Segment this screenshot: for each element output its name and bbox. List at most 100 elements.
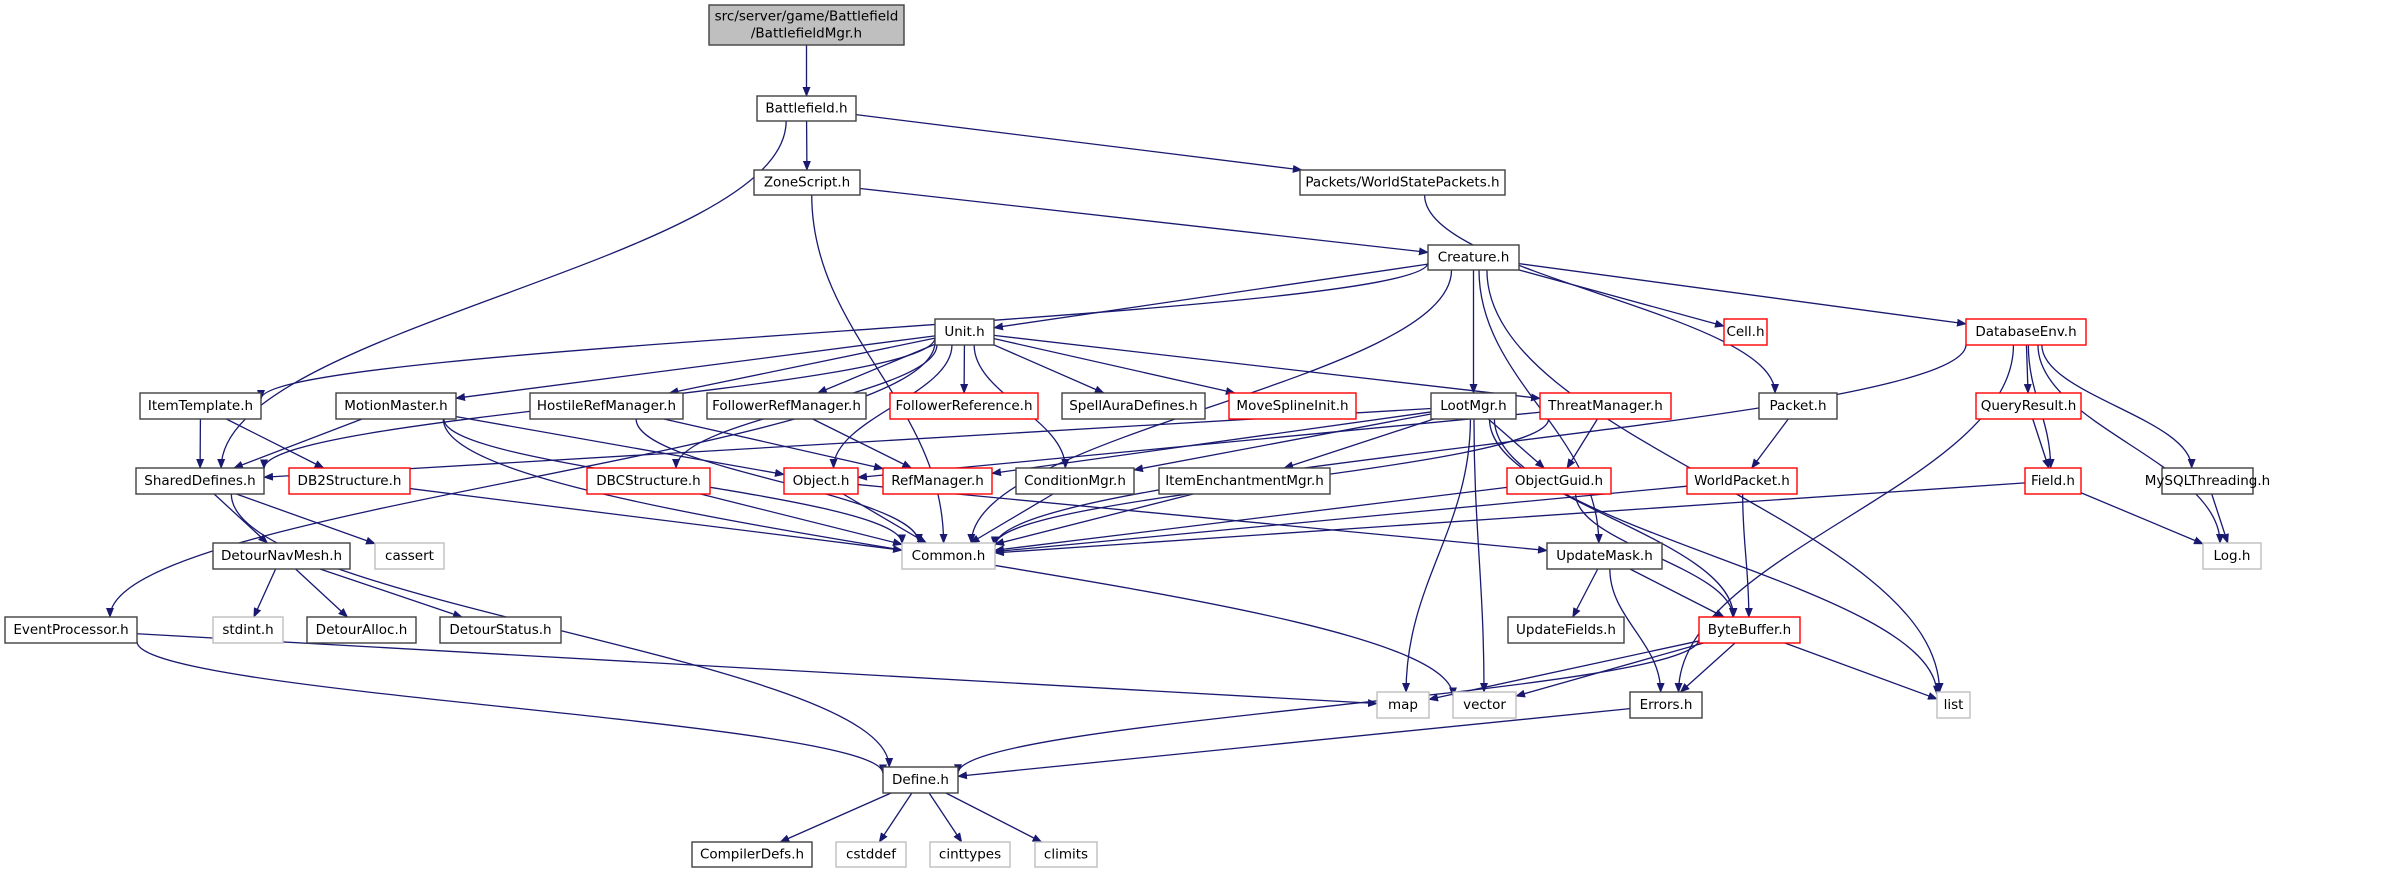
node-list[interactable]: list [1936,691,1971,719]
node-vector[interactable]: vector [1452,691,1517,719]
edge-conditionmgr-to-common [969,493,1054,544]
node-refmanager[interactable]: RefManager.h [882,467,993,495]
node-followerref[interactable]: FollowerReference.h [889,392,1039,420]
node-label-lootmgr: LootMgr.h [1440,398,1506,414]
node-box-hostileref [529,392,684,420]
node-label-stdint: stdint.h [222,622,273,638]
node-label-list: list [1944,697,1964,713]
node-climits[interactable]: climits [1034,841,1098,868]
node-label-eventprocessor: EventProcessor.h [13,622,128,638]
node-box-updatefields [1507,616,1625,644]
node-movespline[interactable]: MoveSplineInit.h [1228,392,1357,420]
node-cell[interactable]: Cell.h [1723,318,1768,346]
edge-mysqlthreading-to-log [2211,493,2229,544]
node-root[interactable]: src/server/game/Battlefield/BattlefieldM… [708,4,905,46]
edge-objectguid-to-common [994,486,1508,554]
node-label-hostileref: HostileRefManager.h [537,398,676,414]
node-cassert[interactable]: cassert [374,542,445,570]
node-label-creature: Creature.h [1438,250,1510,266]
edge-unit-to-hostileref [668,337,936,396]
edge-unit-to-movespline [993,338,1236,395]
node-box-detouralloc [306,616,417,644]
node-cstddef[interactable]: cstddef [835,841,907,868]
node-label-dbcstructure: DBCStructure.h [596,473,701,489]
edge-battlefield-to-wsp [855,114,1303,173]
node-box-itemenchant [1158,467,1331,495]
node-threatmgr[interactable]: ThreatManager.h [1539,392,1672,420]
node-shareddefines[interactable]: SharedDefines.h [135,467,265,495]
node-updatemask[interactable]: UpdateMask.h [1546,542,1663,570]
edge-creature-to-itemtemplate [257,262,1429,400]
node-eventprocessor[interactable]: EventProcessor.h [4,616,138,644]
node-label-log: Log.h [2214,548,2251,564]
node-stdint[interactable]: stdint.h [212,616,284,644]
node-zonescript[interactable]: ZoneScript.h [753,169,861,196]
node-unit[interactable]: Unit.h [934,318,995,346]
node-objectguid[interactable]: ObjectGuid.h [1506,467,1612,495]
node-label-followerrefmgr: FollowerRefManager.h [712,398,861,414]
edge-threatmgr-to-object [857,411,1541,481]
node-creature[interactable]: Creature.h [1427,244,1520,271]
node-map[interactable]: map [1376,691,1430,719]
node-label-updatefields: UpdateFields.h [1516,622,1616,638]
node-detouralloc[interactable]: DetourAlloc.h [306,616,417,644]
node-label-itemtemplate: ItemTemplate.h [148,398,253,414]
node-label-detournavmesh: DetourNavMesh.h [221,548,342,564]
node-label-db2structure: DB2Structure.h [298,473,402,489]
node-box-dbcstructure [586,467,711,495]
node-dbenv[interactable]: DatabaseEnv.h [1965,318,2087,346]
node-conditionmgr[interactable]: ConditionMgr.h [1015,467,1135,495]
node-itemtemplate[interactable]: ItemTemplate.h [139,392,262,420]
node-box-objectguid [1506,467,1612,495]
edge-lootmgr-to-vector [1473,418,1489,693]
node-updatefields[interactable]: UpdateFields.h [1507,616,1625,644]
node-worldpacket[interactable]: WorldPacket.h [1686,467,1798,495]
node-compilerdefs[interactable]: CompilerDefs.h [691,841,813,868]
node-hostileref[interactable]: HostileRefManager.h [529,392,684,420]
edge-db2structure-to-common [409,487,903,554]
node-dbcstructure[interactable]: DBCStructure.h [586,467,711,495]
edge-shareddefines-to-cassert [236,493,376,545]
node-cinttypes[interactable]: cinttypes [929,841,1011,868]
node-field[interactable]: Field.h [2024,467,2082,495]
node-lootmgr[interactable]: LootMgr.h [1430,392,1517,420]
node-box-map [1376,691,1430,719]
node-box-vector [1452,691,1517,719]
node-followerrefmgr[interactable]: FollowerRefManager.h [706,392,867,420]
node-db2structure[interactable]: DB2Structure.h [288,467,411,495]
edge-lootmgr-to-itemenchant [1283,418,1435,470]
node-label-common: Common.h [912,548,986,564]
edge-updatemask-to-bytebuffer [1629,568,1725,618]
node-log[interactable]: Log.h [2202,542,2262,570]
node-errors[interactable]: Errors.h [1629,691,1703,719]
node-detourstatus[interactable]: DetourStatus.h [439,616,562,644]
edge-dbenv-to-common [991,344,1967,548]
node-box-stdint [212,616,284,644]
node-label-conditionmgr: ConditionMgr.h [1024,473,1126,489]
node-object[interactable]: Object.h [783,467,859,495]
node-label-define: Define.h [892,772,949,788]
node-box-cstddef [835,841,907,868]
node-battlefield[interactable]: Battlefield.h [756,95,857,122]
edge-packet-to-worldpacket [1751,418,1789,469]
edge-unit-to-spellaura [993,344,1105,394]
node-box-detournavmesh [212,542,351,570]
node-define[interactable]: Define.h [882,766,959,794]
node-mysqlthreading[interactable]: MySQLThreading.h [2145,467,2270,495]
nodes-layer: src/server/game/Battlefield/BattlefieldM… [4,4,2270,868]
node-spellaura[interactable]: SpellAuraDefines.h [1061,392,1206,420]
node-box-unit [934,318,995,346]
node-queryresult[interactable]: QueryResult.h [1975,392,2082,420]
node-itemenchant[interactable]: ItemEnchantmentMgr.h [1158,467,1331,495]
node-bytebuffer[interactable]: ByteBuffer.h [1698,616,1801,644]
node-detournavmesh[interactable]: DetourNavMesh.h [212,542,351,570]
node-box-shareddefines [135,467,265,495]
edge-define-to-compilerdefs [779,792,892,843]
edge-detournavmesh-to-detouralloc [295,568,349,618]
node-common[interactable]: Common.h [901,542,996,570]
node-packet[interactable]: Packet.h [1758,392,1838,420]
node-box-conditionmgr [1015,467,1135,495]
node-motionmaster[interactable]: MotionMaster.h [335,392,457,420]
edge-worldpacket-to-common [994,485,1688,555]
node-wsp[interactable]: Packets/WorldStatePackets.h [1299,169,1506,196]
